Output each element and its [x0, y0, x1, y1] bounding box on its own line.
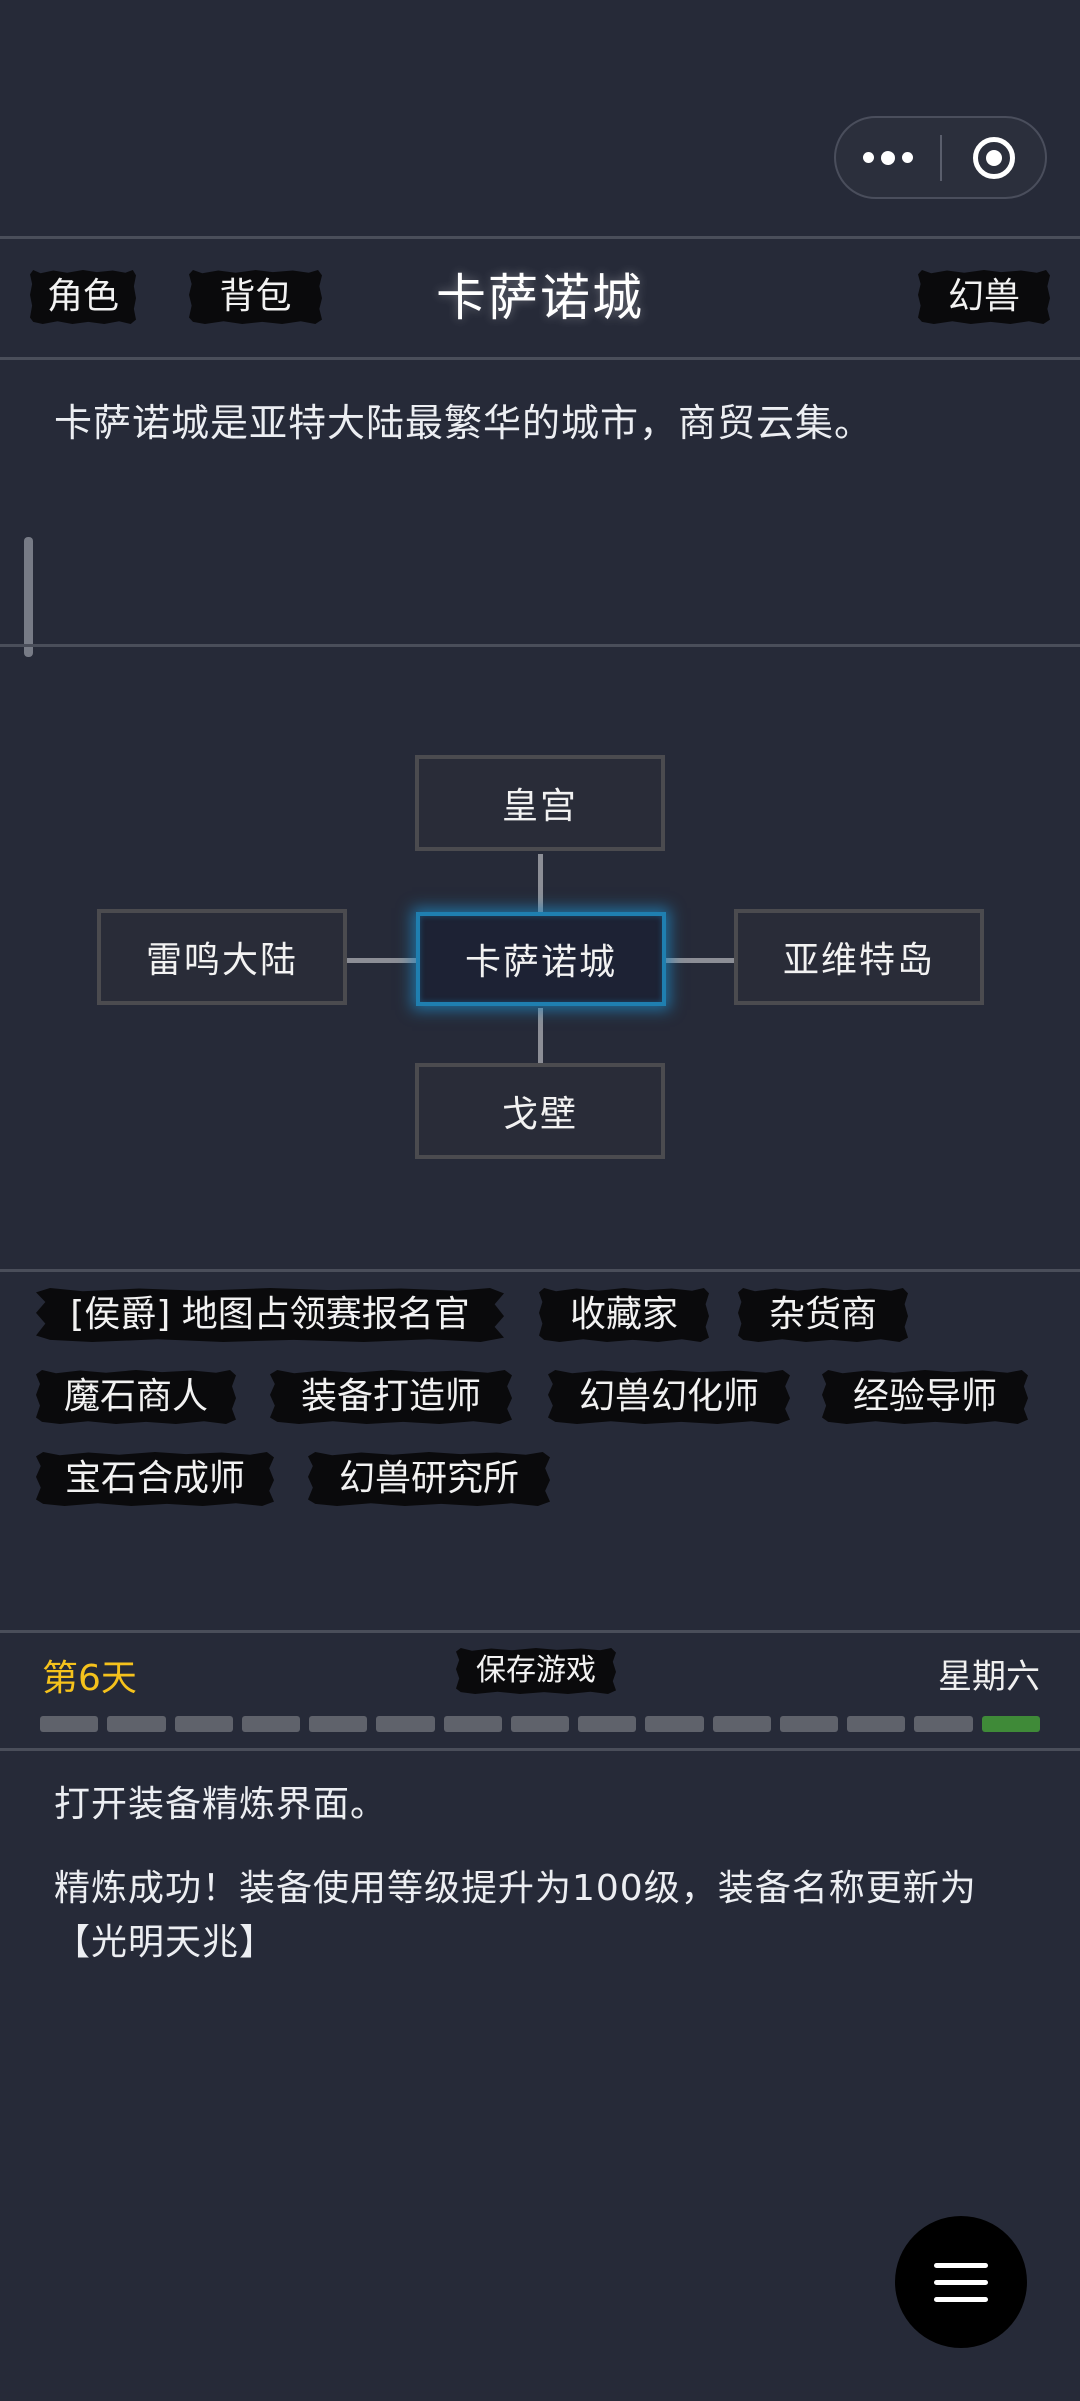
npc-button[interactable]: [侯爵] 地图占领赛报名官 [36, 1288, 504, 1342]
npc-button[interactable]: 经验导师 [822, 1370, 1028, 1424]
connector-north [538, 854, 543, 916]
log-line: 精炼成功！装备使用等级提升为100级，装备名称更新为 [54, 1868, 977, 1909]
progress-segment [847, 1716, 906, 1732]
progress-segment [174, 1716, 233, 1732]
npc-divider [0, 1630, 1080, 1633]
capsule-divider [940, 134, 942, 181]
npc-button[interactable]: 杂货商 [738, 1288, 908, 1342]
progress-segment [712, 1716, 771, 1732]
progress-segment [40, 1716, 99, 1732]
progress-segment [241, 1716, 301, 1732]
progress-segment [779, 1716, 839, 1732]
location-description: 卡萨诺城是亚特大陆最繁华的城市，商贸云集。 [54, 401, 874, 445]
map-node-west[interactable]: 雷鸣大陆 [97, 909, 347, 1005]
progress-segment [914, 1716, 973, 1732]
map-node-current[interactable]: 卡萨诺城 [416, 912, 666, 1006]
connector-west [346, 958, 416, 963]
header-bottom-divider [0, 357, 1080, 360]
connector-south [538, 1008, 543, 1064]
progress-segment [578, 1716, 637, 1732]
weekday-label: 星期六 [938, 1657, 1040, 1697]
npc-button[interactable]: 魔石商人 [36, 1370, 236, 1424]
npc-button[interactable]: 幻兽幻化师 [548, 1370, 790, 1424]
log-line: 【光明天兆】 [54, 1922, 277, 1963]
npc-button[interactable]: 宝石合成师 [36, 1452, 274, 1506]
header-top-divider [0, 236, 1080, 239]
progress-segment [107, 1716, 166, 1732]
bag-button[interactable]: 背包 [189, 270, 322, 324]
beast-button[interactable]: 幻兽 [918, 270, 1050, 324]
npc-button[interactable]: 收藏家 [539, 1288, 709, 1342]
progress-segment [981, 1716, 1040, 1732]
progress-segment [510, 1716, 570, 1732]
connector-east [664, 958, 734, 963]
more-dots-icon[interactable] [836, 118, 940, 197]
scrollbar[interactable] [24, 537, 33, 657]
description-divider [0, 644, 1080, 647]
day-counter: 第6天 [42, 1658, 137, 1699]
map-divider [0, 1269, 1080, 1272]
target-circle-icon[interactable] [942, 136, 1045, 179]
character-button[interactable]: 角色 [30, 270, 136, 324]
npc-button[interactable]: 幻兽研究所 [308, 1452, 550, 1506]
mini-program-capsule [834, 116, 1047, 199]
progress-segment [309, 1716, 368, 1732]
map-node-east[interactable]: 亚维特岛 [734, 909, 984, 1005]
progress-segment [376, 1716, 435, 1732]
progress-segment [443, 1716, 502, 1732]
page-title: 卡萨诺城 [436, 269, 644, 327]
map-node-south[interactable]: 戈壁 [415, 1063, 665, 1159]
hamburger-menu-icon[interactable] [895, 2216, 1027, 2348]
day-progress-bar [40, 1716, 1040, 1734]
save-game-button[interactable]: 保存游戏 [456, 1648, 616, 1694]
map-node-north[interactable]: 皇宫 [415, 755, 665, 851]
npc-button[interactable]: 装备打造师 [270, 1370, 512, 1424]
log-line: 打开装备精炼界面。 [54, 1784, 388, 1825]
progress-segment [645, 1716, 704, 1732]
status-divider [0, 1748, 1080, 1751]
